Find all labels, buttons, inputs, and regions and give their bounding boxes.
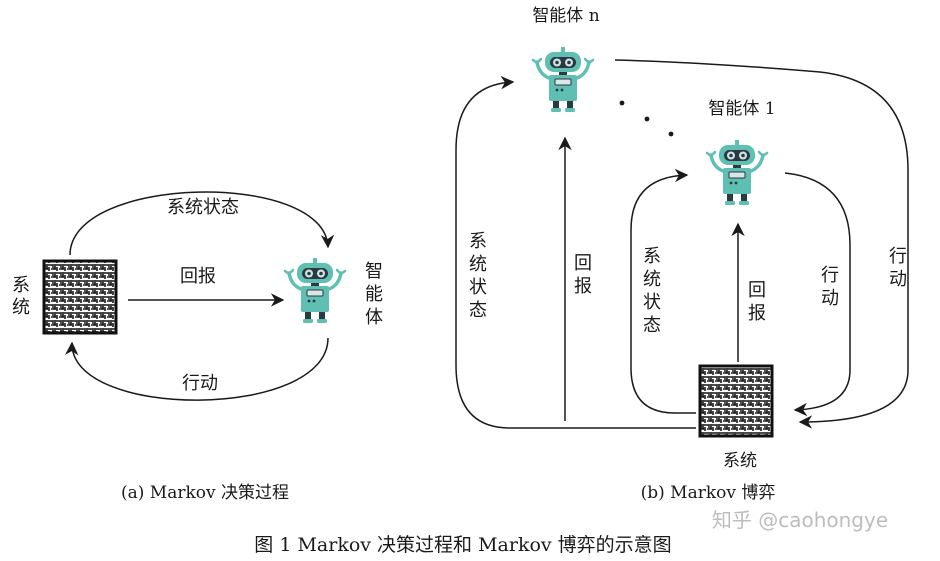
action-inner-2: 动 [821, 288, 839, 309]
state-outer-4: 态 [469, 300, 487, 321]
ellipsis-dot [619, 100, 625, 106]
state-label-a: 系统状态 [167, 197, 239, 218]
robot-icon-agent-1 [705, 138, 769, 207]
subcaption-b: (b) Markov 博弈 [641, 483, 776, 503]
state-outer-2: 统 [469, 254, 487, 275]
ellipsis-dot [668, 131, 674, 137]
action-inner-1: 行 [821, 265, 839, 286]
ellipsis-dot [644, 116, 650, 122]
action-outer-2: 动 [889, 269, 907, 290]
watermark-text: 知乎 @caohongye [712, 508, 888, 532]
figure-caption: 图 1 Markov 决策过程和 Markov 博弈的示意图 [254, 534, 671, 556]
state-inner-3: 状 [643, 292, 661, 313]
action-outer-1: 行 [889, 246, 907, 267]
agent-1-label: 智能体 1 [708, 99, 775, 119]
system-label-b: 系统 [723, 451, 757, 471]
state-arrow-a [69, 191, 335, 256]
action-arrow-outer [614, 59, 909, 429]
action-arrow-inner [784, 172, 851, 417]
state-outer-3: 状 [469, 277, 487, 298]
agent-label-a-3: 体 [365, 307, 383, 328]
agent-label-a-2: 能 [365, 284, 383, 305]
reward-label-a: 回报 [180, 266, 216, 287]
action-label-a: 行动 [182, 373, 218, 394]
system-label-a-1: 系 [12, 275, 30, 296]
action-arrow-a [64, 337, 329, 401]
robot-icon-a [283, 256, 347, 325]
panel-a: 系统状态 回报 行动 系 统 智 能 体 (a) Markov 决策过程 [12, 191, 383, 503]
reward-outer-1: 回 [574, 253, 592, 274]
system-maze-icon-a [42, 259, 118, 335]
reward-inner-2: 报 [748, 303, 766, 324]
system-label-a-2: 统 [12, 297, 30, 318]
state-arrow-outer [455, 75, 696, 429]
system-maze-icon-b [698, 364, 774, 438]
reward-outer-2: 报 [574, 276, 592, 297]
state-inner-2: 统 [643, 269, 661, 290]
state-arrow-inner [630, 168, 696, 414]
robot-icon-agent-n [531, 45, 595, 114]
reward-inner-1: 回 [748, 280, 766, 301]
agent-n-label: 智能体 n [532, 6, 599, 26]
state-outer-1: 系 [469, 231, 487, 252]
subcaption-a: (a) Markov 决策过程 [121, 483, 289, 503]
state-inner-4: 态 [643, 315, 661, 336]
panel-b: 智能体 n 智能体 1 系统 系 统 状 态 回 报 系 统 状 态 回 报 行… [455, 6, 909, 503]
state-inner-1: 系 [643, 246, 661, 267]
agent-label-a-1: 智 [365, 261, 383, 282]
